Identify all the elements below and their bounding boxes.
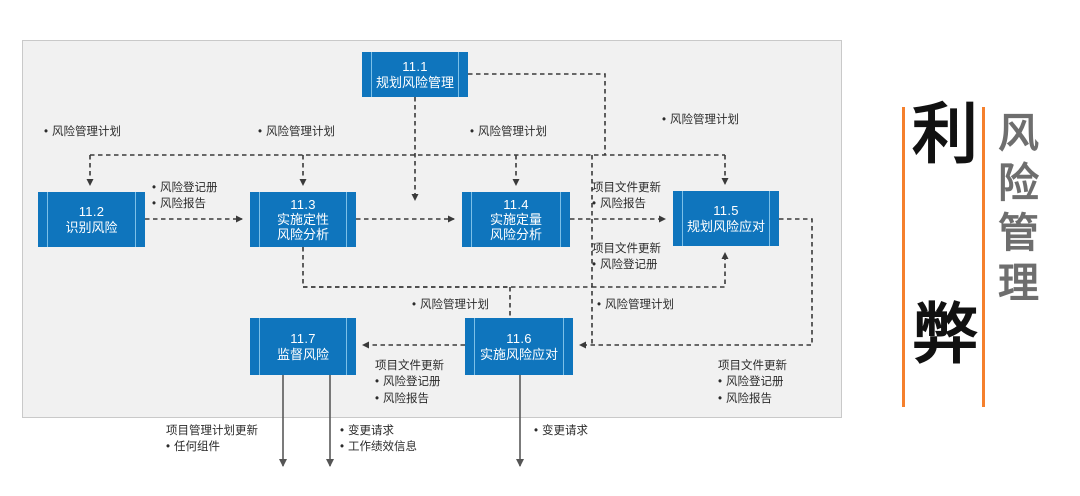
accent-rule-right [982, 107, 985, 407]
label-doc-update-register: 项目文件更新 风险登记册 [592, 241, 661, 274]
box-title: 规划风险管理 [375, 74, 454, 90]
process-box-11-4[interactable]: 11.4 实施定量 风险分析 [462, 192, 570, 247]
label-risk-mgmt-plan-2: 风险管理计划 [258, 124, 335, 140]
box-number: 11.4 [503, 196, 529, 212]
box-number: 11.6 [506, 331, 532, 347]
hero-vertical-title: 风 险 管 理 [998, 108, 1056, 308]
label-risk-mgmt-plan-5: 风险管理计划 [412, 297, 489, 313]
box-number: 11.3 [290, 196, 316, 212]
label-pm-plan-update: 项目管理计划更新 任何组件 [166, 423, 258, 456]
box-number: 11.2 [78, 204, 105, 220]
box-title: 实施定量 风险分析 [489, 211, 542, 243]
label-doc-update-right: 项目文件更新 风险登记册 风险报告 [718, 358, 787, 407]
hero-title-char-1: 风 [998, 109, 1039, 157]
box-title: 识别风险 [65, 219, 118, 235]
label-change-request: 变更请求 [534, 423, 588, 439]
hero-title-char-4: 理 [998, 259, 1039, 308]
label-risk-mgmt-plan-6: 风险管理计划 [597, 297, 674, 313]
process-box-11-5[interactable]: 11.5 规划风险应对 [673, 191, 779, 246]
label-risk-mgmt-plan-1: 风险管理计划 [44, 124, 121, 140]
label-doc-update-report: 项目文件更新 风险报告 [592, 180, 661, 213]
label-risk-mgmt-plan-4: 风险管理计划 [662, 112, 739, 128]
process-box-11-2[interactable]: 11.2 识别风险 [38, 192, 145, 247]
label-risk-register-report: 风险登记册 风险报告 [152, 180, 218, 213]
box-title: 实施风险应对 [479, 346, 558, 362]
process-box-11-7[interactable]: 11.7 监督风险 [250, 318, 356, 375]
wire-111-right-leg [468, 73, 606, 155]
hero-title-char-2: 险 [998, 159, 1039, 208]
hero-title-char-3: 管 [998, 209, 1039, 258]
label-doc-update-center: 项目文件更新 风险登记册 风险报告 [375, 358, 444, 407]
box-number: 11.1 [402, 59, 428, 75]
hero-char-bottom: 弊 [912, 296, 978, 373]
hero-char-top: 利 [912, 96, 978, 173]
label-change-perf: 变更请求 工作绩效信息 [340, 423, 417, 456]
process-box-11-1[interactable]: 11.1 规划风险管理 [362, 52, 468, 97]
box-number: 11.5 [713, 203, 739, 219]
wire-115-to-116 [579, 218, 813, 349]
accent-rule-left [902, 107, 905, 407]
wire-lowbus-to-115 [592, 252, 729, 288]
box-number: 11.7 [290, 331, 316, 347]
box-title: 监督风险 [276, 346, 329, 362]
process-box-11-6[interactable]: 11.6 实施风险应对 [465, 318, 573, 375]
wire-113-loop-down [302, 247, 592, 288]
box-title: 规划风险应对 [686, 218, 765, 234]
label-risk-mgmt-plan-3: 风险管理计划 [470, 124, 547, 140]
hero-panel: 利 弊 风 险 管 理 [880, 56, 1080, 408]
box-title: 实施定性 风险分析 [276, 211, 329, 243]
process-box-11-3[interactable]: 11.3 实施定性 风险分析 [250, 192, 356, 247]
